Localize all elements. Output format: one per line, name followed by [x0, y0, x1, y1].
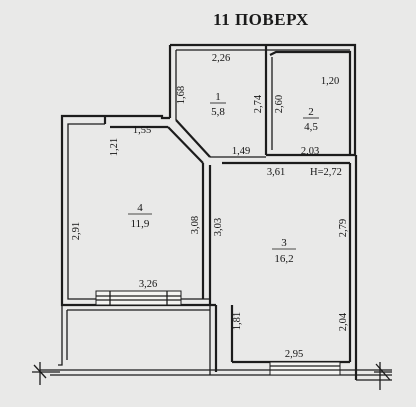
room-4-area: 11,9 [131, 218, 150, 230]
room-labels: 1 5,8 2 4,5 3 16,2 4 11,9 H=2,72 [128, 91, 342, 265]
dim-3-03: 3,03 [213, 218, 224, 236]
windows [95, 290, 341, 376]
room-3-area: 16,2 [274, 253, 293, 265]
dim-1-20: 1,20 [321, 76, 339, 87]
dim-3-26: 3,26 [139, 279, 157, 290]
window-room-3 [269, 361, 341, 376]
room-1-number: 1 [215, 91, 221, 103]
dim-3-61: 3,61 [267, 167, 285, 178]
ceiling-height: H=2,72 [310, 167, 342, 178]
outer-walls [32, 43, 392, 390]
dim-2-26: 2,26 [212, 53, 230, 64]
room-3-number: 3 [281, 237, 287, 249]
dimension-labels: 2,26 1,68 2,74 2,60 1,20 1,55 1,21 1,49 … [71, 53, 349, 360]
dim-1-21: 1,21 [109, 138, 120, 156]
dim-2-03: 2,03 [301, 146, 319, 157]
room-2-area: 4,5 [304, 121, 318, 133]
dim-2-95: 2,95 [285, 349, 303, 360]
room-4-number: 4 [137, 202, 143, 214]
dim-2-79: 2,79 [338, 219, 349, 237]
dim-3-08: 3,08 [190, 216, 201, 234]
dim-1-55: 1,55 [133, 125, 151, 136]
room-1-area: 5,8 [211, 106, 225, 118]
dim-1-68: 1,68 [176, 86, 187, 104]
dim-1-81: 1,81 [232, 312, 243, 330]
dim-2-60: 2,60 [274, 95, 285, 113]
dim-2-91: 2,91 [71, 222, 82, 240]
dim-2-74: 2,74 [253, 94, 264, 113]
window-room-4 [95, 290, 182, 306]
dim-1-49: 1,49 [232, 146, 250, 157]
room-2-number: 2 [308, 106, 314, 118]
dim-2-04: 2,04 [338, 312, 349, 331]
floor-title: 11 ПОВЕРХ [213, 10, 309, 29]
